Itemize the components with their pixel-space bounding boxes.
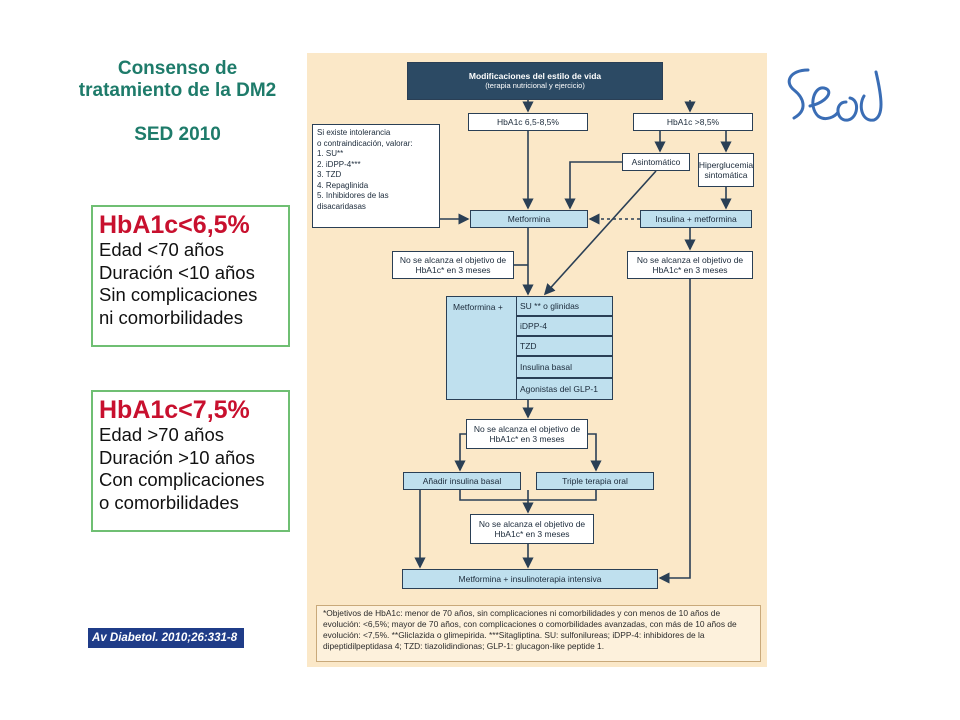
option-box: Agonistas del GLP-1 <box>516 378 613 400</box>
arrow <box>588 433 602 472</box>
arrow <box>564 161 622 210</box>
title-line-3: SED 2010 <box>134 124 221 145</box>
logo-stroke <box>808 86 840 120</box>
arrow <box>454 433 466 472</box>
triple-terapia-box: Triple terapia oral <box>536 472 654 490</box>
final-therapy-box: Metformina + insulinoterapia intensiva <box>402 569 658 589</box>
target-card-2: HbA1c<7,5% Edad >70 años Duración >10 añ… <box>91 390 290 532</box>
connector <box>528 490 597 501</box>
intolerance-line: 1. SU** <box>317 149 344 158</box>
intolerance-line: 5. Inhibidores de las disacaridasas <box>317 191 389 211</box>
card1-line: Edad <70 años <box>99 239 224 260</box>
intolerance-line: 4. Repaglinida <box>317 180 369 190</box>
page-title: Consenso de tratamiento de la DM2 SED 20… <box>60 58 295 146</box>
connector <box>459 490 528 501</box>
option-box: iDPP-4 <box>516 316 613 336</box>
hba1c-high-box: HbA1c >8,5% <box>633 113 753 131</box>
footnote: *Objetivos de HbA1c: menor de 70 años, s… <box>316 605 761 662</box>
anadir-insulina-box: Añadir insulina basal <box>403 472 521 490</box>
card1-line: Duración <10 años <box>99 261 255 283</box>
card2-line: Edad >70 años <box>99 424 224 445</box>
hba1c-low-box: HbA1c 6,5-8,5% <box>468 113 588 131</box>
citation: Av Diabetol. 2010;26:331-8 <box>88 628 244 648</box>
lifestyle-title: Modificaciones del estilo de vida <box>468 71 602 81</box>
no-objetivo-box-3: No se alcanza el objetivo de HbA1c* en 3… <box>466 419 588 449</box>
intolerance-line: Si existe intolerancia <box>317 128 391 137</box>
lifestyle-subtitle: (terapia nutricional y ejercicio) <box>485 81 585 90</box>
card2-heading: HbA1c<7,5% <box>99 396 250 424</box>
option-box: Insulina basal <box>516 356 613 378</box>
asintomatico-box: Asintomático <box>622 153 690 171</box>
title-line-2: tratamiento de la DM2 <box>78 80 277 101</box>
intolerance-line: o contraindicación, valorar: <box>317 138 413 148</box>
no-objetivo-box-1: No se alcanza el objetivo de HbA1c* en 3… <box>392 251 514 279</box>
title-line-1: Consenso de <box>117 58 238 79</box>
logo-stroke <box>859 70 883 122</box>
lifestyle-box: Modificaciones del estilo de vida (terap… <box>407 62 663 100</box>
card1-line: Sin complicaciones <box>99 284 258 305</box>
no-objetivo-box-4: No se alcanza el objetivo de HbA1c* en 3… <box>470 514 594 544</box>
card2-line: o comorbilidades <box>99 491 239 513</box>
logo-stroke <box>787 68 810 120</box>
hiperglucemia-box: Hiperglucemia sintomática <box>698 153 754 187</box>
intolerance-box: Si existe intolerancia o contraindicació… <box>312 124 440 228</box>
arrow <box>543 170 657 296</box>
arrow <box>658 279 691 584</box>
card2-line: Duración >10 años <box>99 446 255 468</box>
intolerance-line: 3. TZD <box>317 170 342 179</box>
no-objetivo-box-2: No se alcanza el objetivo de HbA1c* en 3… <box>627 251 753 279</box>
logo-stroke <box>836 96 858 122</box>
metformina-box: Metformina <box>470 210 588 228</box>
sed-logo <box>787 68 883 122</box>
option-box: SU ** o glinidas <box>516 296 613 316</box>
card1-line: ni comorbilidades <box>99 306 243 328</box>
option-box: TZD <box>516 336 613 356</box>
card1-heading: HbA1c<6,5% <box>99 211 250 239</box>
target-card-1: HbA1c<6,5% Edad <70 años Duración <10 añ… <box>91 205 290 347</box>
card2-line: Con complicaciones <box>99 469 265 490</box>
intolerance-line: 2. iDPP-4*** <box>317 159 361 169</box>
insulina-metformina-box: Insulina + metformina <box>640 210 752 228</box>
